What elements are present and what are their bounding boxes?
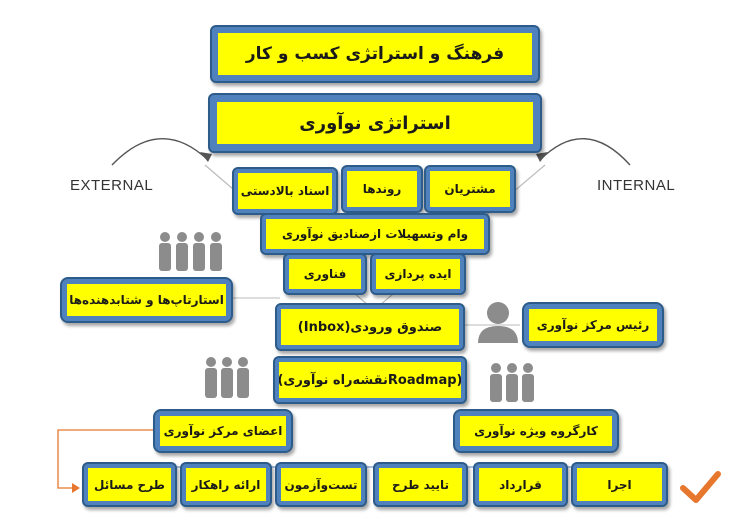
culture-box: فرهنگ و استراتژی کسب و کار [210, 25, 540, 83]
customers-box: مشتریان [424, 165, 516, 213]
upstream-docs-label: اسناد بالادستی [238, 173, 332, 209]
processes-label: روندها [347, 171, 417, 207]
step-label: تایید طرح [379, 468, 462, 501]
people-group-icon [490, 363, 534, 402]
step-label: ارائه راهکار [186, 468, 266, 501]
people-group-icon [205, 357, 249, 398]
roadmap-label: (Roadmapنقشه‌راه نوآوری) [279, 362, 461, 398]
step-approval: تایید طرح [373, 462, 468, 507]
strategy-box: استراتژی نوآوری [208, 93, 542, 153]
members-label: اعضای مرکز نوآوری [160, 416, 286, 446]
step-label: اجرا [577, 468, 662, 501]
strategy-label: استراتژی نوآوری [217, 102, 533, 144]
ideation-label: ایده پردازی [376, 259, 460, 289]
customers-label: مشتریان [430, 171, 510, 207]
external-arrowhead [200, 152, 212, 162]
checkmark-icon [680, 471, 721, 503]
roadmap-box: (Roadmapنقشه‌راه نوآوری) [273, 356, 467, 404]
step-problem-definition: طرح مسائل [82, 462, 177, 507]
step-testing: تست‌وآزمون [275, 462, 367, 507]
technology-label: فناوری [289, 259, 361, 289]
step-execution: اجرا [571, 462, 668, 507]
internal-label: INTERNAL [597, 177, 676, 194]
step-label: قرارداد [479, 468, 562, 501]
step-label: تست‌وآزمون [281, 468, 361, 501]
people-group-icon [159, 232, 222, 271]
loans-label: وام وتسهیلات ازصنادیق نوآوری [266, 219, 484, 249]
members-box: اعضای مرکز نوآوری [153, 409, 293, 453]
step-solution: ارائه راهکار [180, 462, 272, 507]
head-box: رئیس مرکز نوآوری [522, 302, 664, 348]
loans-box: وام وتسهیلات ازصنادیق نوآوری [260, 213, 490, 255]
culture-label: فرهنگ و استراتژی کسب و کار [218, 33, 532, 75]
orange-flow-line [57, 429, 153, 489]
step-contract: قرارداد [473, 462, 568, 507]
inbox-box: صندوق ورودی(Inbox) [275, 303, 465, 351]
technology-box: فناوری [283, 253, 367, 295]
head-label: رئیس مرکز نوآوری [529, 309, 657, 341]
startups-label: استارتاپ‌ها و شتابدهنده‌ها [67, 284, 226, 316]
processes-box: روندها [341, 165, 423, 213]
external-label: EXTERNAL [70, 177, 154, 194]
internal-arrowhead [536, 152, 548, 162]
taskforce-box: کارگروه ویژه نوآوری [453, 409, 619, 453]
step-label: طرح مسائل [88, 468, 171, 501]
orange-arrowhead [72, 483, 80, 493]
external-arc [111, 138, 209, 166]
internal-arc [539, 138, 631, 166]
upstream-docs-box: اسناد بالادستی [232, 167, 338, 215]
ideation-box: ایده پردازی [370, 253, 466, 295]
startups-box: استارتاپ‌ها و شتابدهنده‌ها [60, 277, 233, 323]
inbox-label: صندوق ورودی(Inbox) [281, 309, 459, 345]
taskforce-label: کارگروه ویژه نوآوری [460, 416, 612, 446]
person-icon [478, 302, 518, 343]
